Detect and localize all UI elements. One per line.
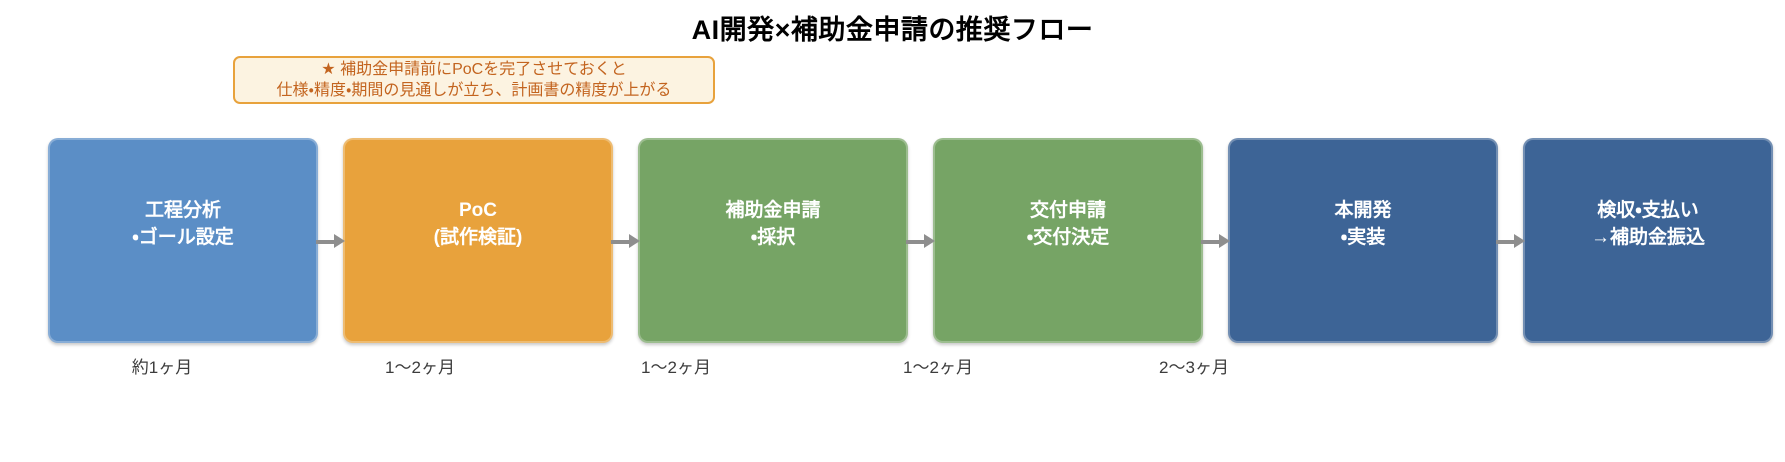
stage-title-line2: ・ゴール設定: [132, 226, 234, 248]
arrow-head-icon: [629, 234, 640, 248]
arrow-shaft: [316, 239, 336, 244]
stage-title-line1: 補助金申請: [725, 199, 821, 221]
arrow-head-icon: [334, 234, 345, 248]
arrow-shaft: [1201, 239, 1221, 244]
stage-title-line1: 交付申請: [1029, 199, 1106, 221]
arrow-shaft: [1496, 239, 1516, 244]
stage-box-grant-application: 交付申請 ・交付決定: [933, 138, 1203, 343]
stage-title-line1: 工程分析: [144, 199, 221, 221]
stage-duration-label: 1〜2ヶ月: [903, 358, 973, 377]
stage-box-process-analysis: 工程分析 ・ゴール設定: [48, 138, 318, 343]
poc-note-line2: 仕様・精度・期間の見通しが立ち、計画書の精度が上がる: [276, 82, 672, 99]
stage-duration-label: 約1ヶ月: [131, 358, 193, 377]
stage-duration-label: 1〜2ヶ月: [385, 358, 455, 377]
stage-duration-label: 2〜3ヶ月: [1159, 358, 1229, 377]
arrow-head-icon: [1514, 234, 1525, 248]
poc-note-line1: ★ 補助金申請前にPoCを完了させておくと: [321, 60, 627, 78]
arrow-shaft: [906, 239, 926, 244]
stage-title-line2: →補助金振込: [1590, 226, 1705, 248]
poc-note-callout: ★ 補助金申請前にPoCを完了させておくと 仕様・精度・期間の見通しが立ち、計画…: [233, 56, 715, 104]
stage-title-line1: 検収・支払い: [1597, 199, 1699, 221]
stage-title-line2: ・実装: [1340, 226, 1386, 248]
stage-title-line1: 本開発: [1334, 199, 1392, 221]
arrow-head-icon: [924, 234, 935, 248]
stage-title-line2: ・交付決定: [1026, 226, 1110, 248]
flow-arrow-icon: [906, 234, 935, 249]
stage-title-line2: ・採択: [750, 226, 796, 248]
stage-title-line2: (試作検証): [433, 226, 523, 248]
stage-box-subsidy-application: 補助金申請 ・採択: [638, 138, 908, 343]
flow-arrow-icon: [1496, 234, 1525, 249]
stage-box-poc: PoC (試作検証): [343, 138, 613, 343]
arrow-head-icon: [1219, 234, 1230, 248]
flow-arrow-icon: [1201, 234, 1230, 249]
stage-duration-label: 1〜2ヶ月: [641, 358, 711, 377]
stage-box-main-development: 本開発 ・実装: [1228, 138, 1498, 343]
stage-title-line1: PoC: [459, 199, 497, 221]
page-title: AI開発×補助金申請の推奨フロー: [691, 15, 1094, 45]
flow-arrow-icon: [316, 234, 345, 249]
stage-box-acceptance-payment: 検収・支払い →補助金振込: [1523, 138, 1773, 343]
arrow-shaft: [611, 239, 631, 244]
flow-arrow-icon: [611, 234, 640, 249]
